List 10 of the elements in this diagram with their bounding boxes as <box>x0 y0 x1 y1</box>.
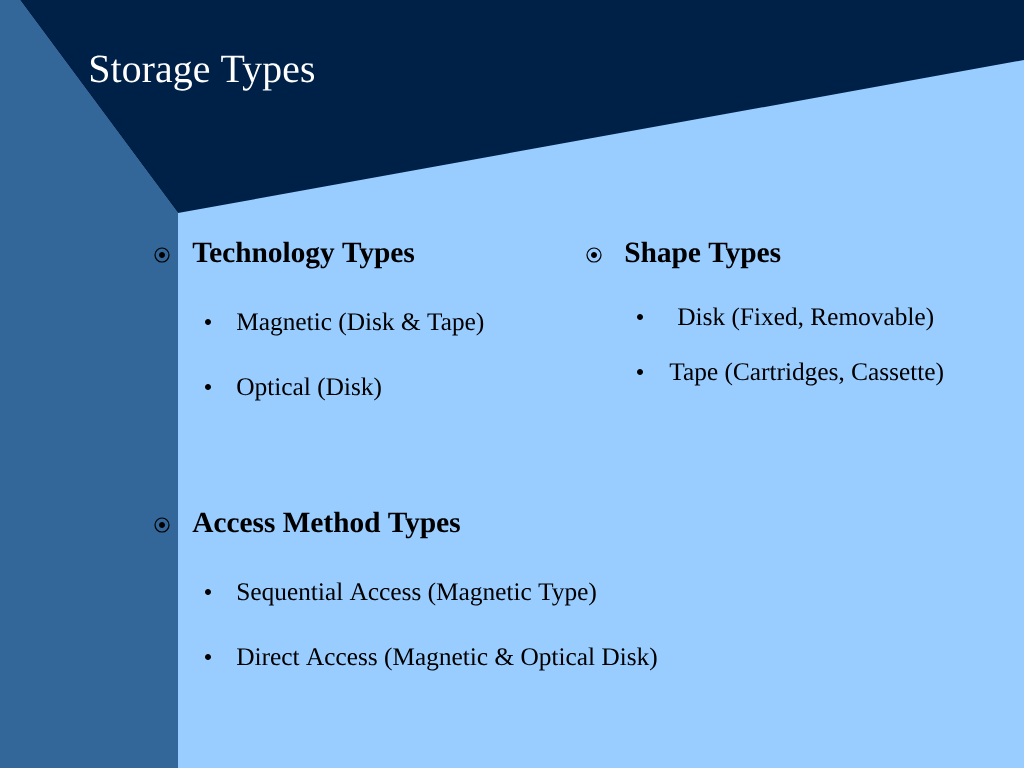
bullet-text: Disk (Fixed, Removable) <box>678 307 933 331</box>
bullet-text: Direct Access (Magnetic & Optical Disk) <box>237 647 657 671</box>
bullet-text: Sequential Access (Magnetic Type) <box>237 582 596 606</box>
bullet-text: Optical (Disk) <box>237 377 381 401</box>
bullet-text: Magnetic (Disk & Tape) <box>237 312 484 336</box>
heading-text: Technology Types <box>192 241 415 269</box>
heading-text: Shape Types <box>625 241 781 269</box>
slide-title: Storage Types <box>90 55 314 91</box>
heading-text: Access Method Types <box>192 511 460 539</box>
bullet-text: Tape (Cartridges, Cassette) <box>669 362 943 386</box>
